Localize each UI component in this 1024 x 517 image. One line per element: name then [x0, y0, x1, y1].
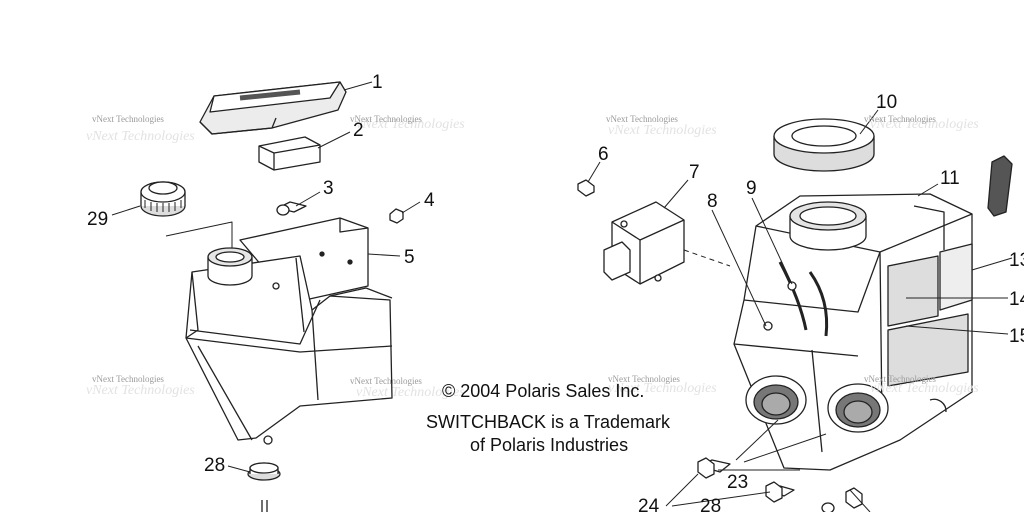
leader-lines [111, 81, 1013, 513]
part-28-grommet [247, 462, 281, 512]
callout-24: 24 [638, 496, 660, 512]
callout-6: 6 [598, 144, 609, 165]
part-3-screw [276, 201, 307, 216]
part-6-bolt [577, 179, 595, 197]
part-2-pad [258, 136, 321, 171]
callout-labels: 1 2 3 4 5 6 7 8 9 10 11 13 14 15 23 24 2… [87, 72, 1024, 517]
trademark-notice-line2: of Polaris Industries [470, 435, 629, 455]
callout-23: 23 [727, 472, 748, 493]
callout-7: 7 [689, 162, 700, 183]
watermark-ghost: vNext Technologies [86, 129, 195, 144]
callout-5: 5 [404, 247, 415, 268]
watermark-ghost: vNext Technologies [870, 381, 979, 396]
callout-15: 15 [1009, 326, 1024, 347]
watermark-ghost: vNext Technologies [356, 117, 465, 132]
callout-8: 8 [707, 191, 718, 212]
airbox-assembly [733, 193, 973, 471]
callout-29: 29 [87, 209, 108, 230]
callout-28-bottom: 28 [700, 496, 721, 512]
trademark-notice-line1: SWITCHBACK is a Trademark [426, 412, 671, 432]
callout-10: 10 [876, 92, 897, 113]
part-23-bolts [697, 457, 795, 503]
callout-2: 2 [353, 120, 364, 141]
watermark-ghost: vNext Technologies [86, 383, 195, 398]
bottom-fasteners [821, 487, 863, 514]
watermark: vNext Technologies [606, 114, 678, 124]
part-29-cap [140, 181, 186, 217]
watermarks: vNext Technologies vNext Technologies vN… [86, 114, 979, 400]
copyright-notice: © 2004 Polaris Sales Inc. [442, 381, 645, 401]
watermark-ghost: vNext Technologies [608, 123, 717, 138]
part-7-module [603, 201, 685, 285]
callout-1: 1 [372, 72, 383, 93]
watermark-ghost: vNext Technologies [356, 385, 465, 400]
watermark: vNext Technologies [350, 376, 422, 386]
watermark-ghost: vNext Technologies [608, 381, 717, 396]
watermark: vNext Technologies [864, 114, 936, 124]
callout-3: 3 [323, 178, 334, 199]
watermark: vNext Technologies [864, 374, 936, 384]
callout-14: 14 [1009, 289, 1024, 310]
watermark: vNext Technologies [608, 374, 680, 384]
callout-4: 4 [424, 190, 435, 211]
watermark-ghost: vNext Technologies [870, 117, 979, 132]
callout-11: 11 [940, 168, 960, 189]
partial-part-right-edge [987, 155, 1013, 217]
part-4-nut [389, 208, 404, 224]
watermark: vNext Technologies [350, 114, 422, 124]
callout-13: 13 [1009, 250, 1024, 271]
part-10-seal-ring [773, 118, 875, 172]
callout-28: 28 [204, 455, 225, 476]
callout-9: 9 [746, 178, 757, 199]
watermark: vNext Technologies [92, 114, 164, 124]
part-5-reservoir-tank [185, 217, 393, 445]
part-1-cover [199, 81, 347, 135]
watermark: vNext Technologies [92, 374, 164, 384]
